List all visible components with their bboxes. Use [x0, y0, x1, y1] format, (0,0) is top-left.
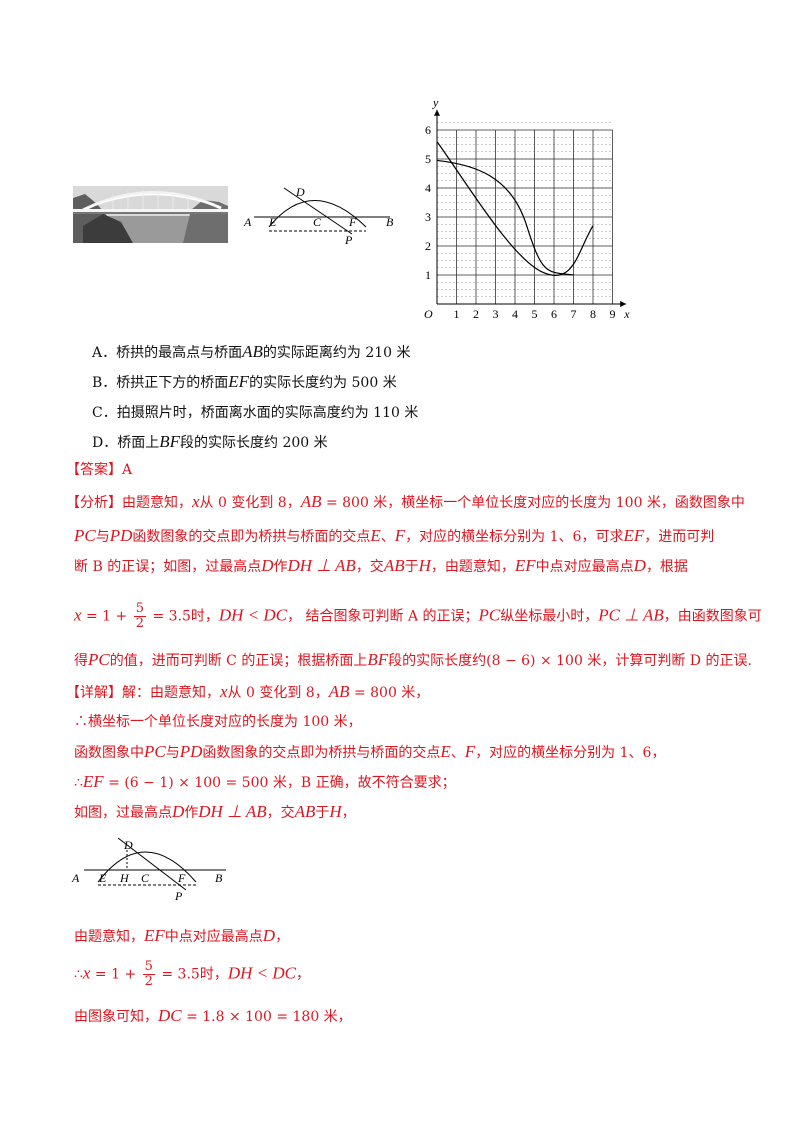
label-b: B	[386, 215, 394, 229]
detail-line-3: 函数图象中PC与PD函数图象的交点即为桥拱与桥面的交点E、F，对应的横坐标分别为…	[74, 742, 666, 761]
label-c2: C	[141, 871, 150, 885]
label-b2: B	[215, 871, 223, 885]
analysis-line-5: 得PC的值，进而可判断 C 的正误；根据桥面上BF段的实际长度约(8 − 6) …	[74, 650, 752, 669]
label-e2: E	[98, 871, 107, 885]
bridge-photo	[73, 186, 228, 243]
bridge-diagram-top: A E C F B D P	[240, 184, 400, 248]
detail-line-1: 【详解】解：由题意知，x从 0 变化到 8，AB = 800 米，	[66, 682, 430, 701]
answer-line: 【答案】A	[66, 462, 133, 478]
option-a: A．桥拱的最高点与桥面AB的实际距离约为 210 米	[92, 342, 411, 361]
detail-line-6: 由题意知，EF中点对应最高点D，	[74, 926, 290, 945]
x-axis-label: x	[623, 307, 630, 321]
x-axis-arrow	[620, 301, 627, 307]
detail-line-4: ∴EF = (6 − 1) × 100 = 500 米，B 正确，故不符合要求；	[74, 772, 456, 791]
detail-line-2: ∴横坐标一个单位长度对应的长度为 100 米，	[74, 714, 362, 730]
label-p2: P	[174, 889, 183, 903]
bridge-diagram-detail: A E H C F B D P	[68, 836, 238, 906]
label-c: C	[313, 215, 322, 229]
label-f2: F	[177, 871, 186, 885]
y-tick-label: 2	[425, 239, 431, 253]
y-axis-arrow	[434, 109, 440, 116]
option-c: C．拍摄照片时，桥面离水面的实际高度约为 110 米	[92, 405, 419, 421]
y-tick-label: 5	[425, 152, 431, 166]
x-tick-label: 9	[610, 307, 616, 321]
label-h2: H	[119, 871, 130, 885]
y-tick-label: 6	[425, 123, 431, 137]
y-axis-label: y	[432, 100, 439, 110]
x-tick-label: 8	[590, 307, 596, 321]
option-b: B．桥拱正下方的桥面EF的实际长度约为 500 米	[92, 372, 397, 391]
analysis-line-3: 断 B 的正误；如图，过最高点D作DH ⊥ AB，交AB于H，由题意知，EF中点…	[74, 556, 688, 575]
label-a2: A	[71, 871, 80, 885]
analysis-line-2: PC与PD函数图象的交点即为桥拱与桥面的交点E、F，对应的横坐标分别为 1、6，…	[74, 526, 715, 545]
curve-pd	[436, 159, 574, 276]
x-tick-label: 3	[493, 307, 499, 321]
origin-label: O	[424, 307, 433, 321]
x-tick-label: 6	[551, 307, 557, 321]
curve-pc	[436, 141, 594, 276]
option-d: D．桥面上BF段的实际长度约 200 米	[92, 432, 328, 451]
y-tick-label: 1	[425, 268, 431, 282]
detail-line-8: 由图象可知，DC = 1.8 × 100 = 180 米，	[74, 1006, 352, 1025]
x-tick-label: 7	[571, 307, 577, 321]
analysis-line-1: 【分析】由题意知，x从 0 变化到 8，AB = 800 米，横坐标一个单位长度…	[66, 492, 745, 511]
label-d2: D	[123, 838, 133, 852]
x-tick-label: 2	[473, 307, 479, 321]
x-tick-label: 5	[532, 307, 538, 321]
label-f: F	[348, 215, 357, 229]
y-tick-label: 3	[425, 210, 431, 224]
y-tick-label: 4	[425, 181, 431, 195]
detail-line-5: 如图，过最高点D作DH ⊥ AB，交AB于H，	[74, 802, 356, 821]
label-d: D	[295, 185, 305, 199]
x-tick-label: 1	[454, 307, 460, 321]
label-p: P	[344, 233, 353, 247]
label-a: A	[243, 215, 252, 229]
label-e: E	[268, 215, 277, 229]
x-tick-label: 4	[512, 307, 518, 321]
